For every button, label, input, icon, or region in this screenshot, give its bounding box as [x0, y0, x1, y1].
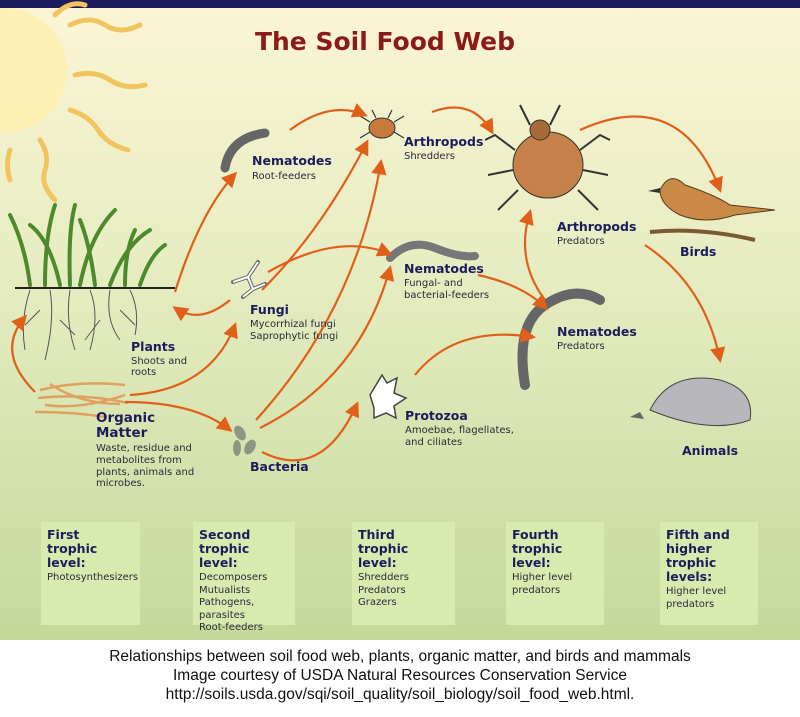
arrow-protozoa-to-predator-nematodes [414, 327, 537, 376]
node-name: Nematodes [557, 324, 637, 339]
arrow-root-nematodes-to-shredders [289, 103, 368, 131]
trophic-level-item: Shredders [358, 572, 409, 583]
node-name: Matter [96, 425, 148, 441]
node-organic-matter: Organic Matter Waste, residue and metabo… [96, 410, 194, 489]
node-desc: bacterial-feeders [404, 290, 489, 301]
node-plants: Plants Shoots and roots [131, 339, 187, 378]
node-name: Nematodes [404, 261, 484, 276]
mole-icon [630, 377, 752, 427]
node-name: Nematodes [252, 153, 332, 168]
node-desc: plants, animals and [96, 467, 194, 478]
node-name: Fungi [250, 302, 289, 317]
node-desc: Predators [557, 236, 605, 247]
node-desc: Shredders [404, 151, 455, 162]
nematode-root-feeder-icon [220, 128, 270, 173]
protozoa-icon [369, 373, 408, 420]
arthropod-predator-icon [484, 104, 611, 211]
trophic-level-item: Higher level predators [666, 586, 727, 610]
node-name: Plants [131, 339, 175, 354]
trophic-level-item: Predators [358, 584, 406, 596]
arrow-organic-to-bacteria [124, 400, 233, 432]
nematode-fungal-feeder-icon [386, 240, 479, 262]
arrow-bacteria-to-fungal-nematodes [259, 265, 395, 429]
arrow-predator-nematodes-to-predator-arthropods [518, 209, 546, 301]
trophic-level-title: Fourth trophic level: [512, 527, 563, 570]
caption-line-1: Relationships between soil food web, pla… [109, 648, 691, 665]
arrow-fungal-to-predator-nematodes [477, 273, 549, 311]
arrow-organic-to-fungi [129, 322, 238, 397]
bacteria-icon [233, 425, 256, 456]
node-desc: and ciliates [405, 437, 462, 448]
node-desc: Fungal- and [404, 278, 463, 289]
node-desc: roots [131, 367, 156, 378]
trophic-level-title: Fifth and higher trophic levels: [666, 527, 730, 584]
trophic-level-item: Grazers [358, 597, 397, 608]
node-name: Arthropods [404, 134, 483, 149]
node-fungi: Fungi Mycorrhizal fungi Saprophytic fung… [250, 302, 338, 342]
arrow-organic-to-plants [11, 314, 36, 393]
arrow-arthropods-to-birds [579, 115, 723, 193]
node-name: Arthropods [557, 219, 636, 234]
node-birds: Birds [680, 244, 716, 259]
trophic-level-title: First trophic level: [47, 527, 98, 570]
bird-icon [648, 178, 776, 242]
arthropod-shredder-icon [359, 109, 405, 139]
node-desc: Root-feeders [252, 171, 316, 182]
trophic-level-box-2: Second trophic level: Decomposers Mutual… [193, 522, 295, 633]
arrow-bacteria-to-protozoa [261, 401, 359, 462]
organic-matter-illustration [34, 382, 129, 419]
arrow-fungi-to-fungal-nematodes [267, 242, 393, 273]
caption-source-url: http://soils.usda.gov/sqi/soil_quality/s… [165, 686, 635, 703]
node-desc: Shoots and [131, 356, 187, 367]
arrow-fungi-to-shredders [261, 139, 369, 291]
trophic-level-item: Decomposers [199, 572, 268, 583]
sun-icon [0, 1, 148, 203]
top-border [0, 0, 800, 8]
node-desc: Mycorrhizal fungi [250, 319, 336, 330]
arrow-plants-to-root-nematodes [173, 171, 238, 293]
node-nematodes-fungal-feeders: Nematodes Fungal- and bacterial-feeders [404, 261, 489, 301]
node-desc: Predators [557, 341, 605, 352]
caption-line-2: Image courtesy of USDA Natural Resources… [172, 667, 627, 684]
plants-illustration [8, 203, 175, 361]
node-desc: Waste, residue and [96, 443, 192, 454]
node-name: Organic [96, 410, 155, 426]
node-nematodes-predators: Nematodes Predators [557, 324, 637, 352]
trophic-level-title: Second trophic level: [199, 527, 251, 570]
trophic-level-box-5: Fifth and higher trophic levels: Higher … [660, 522, 758, 625]
trophic-level-title: Third trophic level: [358, 527, 409, 570]
node-animals: Animals [682, 443, 738, 458]
trophic-level-item: Photosynthesizers [47, 572, 139, 583]
trophic-level-item: Pathogens, parasites [199, 597, 255, 621]
node-name: Protozoa [405, 408, 468, 423]
arrow-bacteria-to-shredders [255, 158, 387, 421]
node-desc: metabolites from [96, 455, 182, 466]
arrow-shredders-to-predator-arthropods [431, 106, 494, 135]
node-arthropods-shredders: Arthropods Shredders [404, 134, 483, 162]
trophic-level-box-4: Fourth trophic level: Higher level preda… [506, 522, 604, 625]
node-desc: Saprophytic fungi [250, 331, 338, 342]
trophic-level-item: Higher level predators [512, 572, 573, 596]
node-desc: Amoebae, flagellates, [405, 425, 514, 436]
food-web-arrows [11, 103, 726, 462]
page-title: The Soil Food Web [255, 27, 515, 56]
node-desc: microbes. [96, 478, 145, 489]
node-nematodes-root-feeders: Nematodes Root-feeders [252, 153, 332, 182]
trophic-level-box-1: First trophic level: Photosynthesizers [41, 522, 140, 625]
node-arthropods-predators: Arthropods Predators [557, 219, 636, 247]
trophic-level-item: Root-feeders [199, 622, 263, 633]
node-bacteria: Bacteria [250, 459, 309, 474]
trophic-level-box-3: Third trophic level: Shredders Predators… [352, 522, 455, 625]
trophic-level-item: Mutualists [199, 584, 251, 596]
arrow-arthropods-to-animals [644, 244, 726, 364]
node-protozoa: Protozoa Amoebae, flagellates, and cilia… [405, 408, 514, 448]
arrow-fungi-to-plants [172, 299, 231, 322]
